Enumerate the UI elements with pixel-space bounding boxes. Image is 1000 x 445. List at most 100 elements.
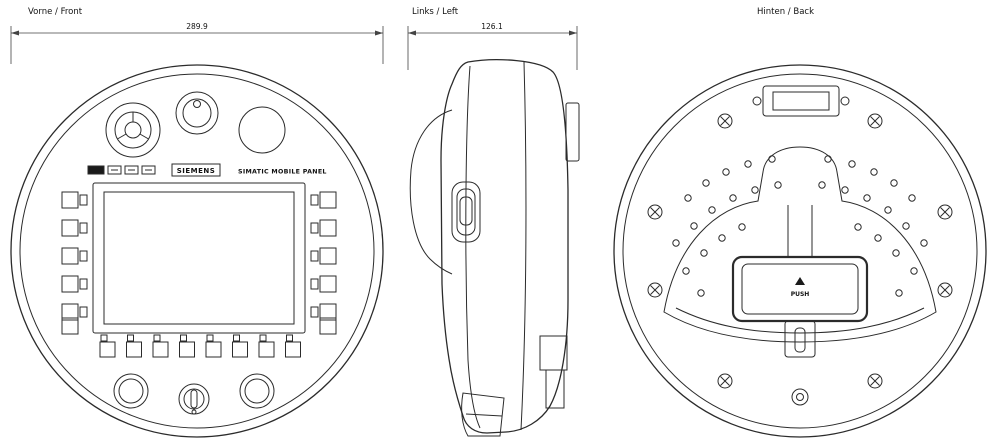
emergency-stop-button bbox=[105, 102, 161, 158]
side-depth-value: 126.1 bbox=[481, 22, 503, 31]
vent-hole bbox=[920, 239, 928, 247]
vent-hole bbox=[708, 206, 716, 214]
screw-icon bbox=[937, 282, 953, 298]
screw-icon bbox=[647, 204, 663, 220]
vent-hole bbox=[744, 160, 752, 168]
key-label-tab bbox=[286, 334, 293, 342]
vent-hole-group bbox=[672, 155, 928, 297]
vent-hole bbox=[729, 194, 737, 202]
vent-hole bbox=[718, 234, 726, 242]
push-latch: PUSH bbox=[731, 255, 869, 358]
dim-arrow-right-icon bbox=[569, 30, 577, 36]
screw-cross-icon bbox=[940, 285, 950, 295]
vent-hole bbox=[863, 194, 871, 202]
back-housing-outline bbox=[613, 64, 987, 438]
logo-mark-icon bbox=[87, 165, 105, 175]
key-label-tab bbox=[79, 306, 88, 318]
up-triangle-icon bbox=[795, 277, 805, 285]
front-bezel-ring bbox=[19, 73, 375, 429]
function-key-row-bottom bbox=[99, 334, 301, 358]
front-width-dimension: 289.9 bbox=[10, 22, 384, 64]
vent-hole bbox=[682, 267, 690, 275]
side-rear-contour bbox=[520, 61, 527, 431]
key-label-tab bbox=[310, 278, 319, 290]
function-key bbox=[61, 219, 79, 237]
hand-grip bbox=[663, 146, 937, 343]
key-label-tab bbox=[310, 222, 319, 234]
vent-hole bbox=[870, 168, 878, 176]
function-key bbox=[319, 317, 337, 335]
vent-hole bbox=[768, 155, 776, 163]
function-key bbox=[319, 247, 337, 265]
key-label-tab bbox=[259, 334, 267, 342]
siemens-logo: SIEMENS bbox=[171, 163, 221, 177]
side-front-flange bbox=[409, 109, 453, 275]
side-view: Links / Left 126.1 bbox=[407, 7, 580, 437]
front-view-label: Vorne / Front bbox=[28, 7, 83, 17]
side-housing-outline bbox=[440, 59, 569, 434]
key-label-tab bbox=[100, 334, 108, 342]
vent-hole bbox=[818, 181, 826, 189]
key-label-tab bbox=[79, 278, 88, 290]
key-label-tab bbox=[127, 334, 134, 342]
function-key bbox=[258, 341, 275, 358]
function-key-column-left bbox=[61, 191, 88, 335]
vent-hole bbox=[672, 239, 680, 247]
key-label-tab bbox=[180, 334, 187, 342]
function-key-column-right bbox=[310, 191, 337, 335]
vent-hole bbox=[702, 179, 710, 187]
front-width-value: 289.9 bbox=[186, 22, 208, 31]
product-name: SIMATIC MOBILE PANEL bbox=[238, 169, 327, 176]
side-enabling-button bbox=[451, 181, 481, 243]
function-key bbox=[319, 275, 337, 293]
function-key bbox=[126, 341, 142, 358]
key-label-tab bbox=[310, 194, 319, 206]
front-view: Vorne / Front 289.9 bbox=[10, 7, 384, 438]
function-key bbox=[232, 341, 248, 358]
vent-hole bbox=[895, 289, 903, 297]
blank-round-cap bbox=[238, 106, 286, 154]
rotary-knob bbox=[175, 91, 219, 135]
screw-cross-icon bbox=[650, 207, 660, 217]
screw-icon bbox=[647, 282, 663, 298]
screw-cross-icon bbox=[720, 116, 730, 126]
push-label: PUSH bbox=[791, 291, 810, 298]
function-key bbox=[61, 247, 79, 265]
vent-hole bbox=[751, 186, 759, 194]
function-key bbox=[99, 341, 116, 358]
key-label-tab bbox=[79, 194, 88, 206]
siemens-logo-text: SIEMENS bbox=[177, 167, 216, 175]
function-key bbox=[319, 219, 337, 237]
back-bottom-port bbox=[791, 388, 809, 406]
key-label-tab bbox=[310, 306, 319, 318]
screw-icon bbox=[717, 113, 733, 129]
screw-cross-icon bbox=[870, 116, 880, 126]
screw-cross-icon bbox=[870, 376, 880, 386]
function-key bbox=[61, 191, 79, 209]
approval-mark-icon bbox=[141, 165, 156, 175]
screw-icon bbox=[867, 113, 883, 129]
screw-icon bbox=[937, 204, 953, 220]
screw-group bbox=[647, 113, 953, 389]
function-key bbox=[179, 341, 195, 358]
vent-hole bbox=[774, 181, 782, 189]
vent-hole bbox=[684, 194, 692, 202]
key-switch bbox=[178, 383, 210, 415]
vent-hole bbox=[874, 234, 882, 242]
touch-screen bbox=[92, 182, 306, 334]
approval-mark-icon bbox=[124, 165, 139, 175]
key-label-tab bbox=[310, 250, 319, 262]
key-label-tab bbox=[79, 250, 88, 262]
vent-hole bbox=[824, 155, 832, 163]
vent-hole bbox=[738, 223, 746, 231]
vent-hole bbox=[908, 194, 916, 202]
vent-hole bbox=[697, 289, 705, 297]
vent-hole bbox=[854, 223, 862, 231]
side-view-label: Links / Left bbox=[412, 7, 459, 17]
vent-hole bbox=[722, 168, 730, 176]
function-key bbox=[61, 303, 79, 321]
key-label-tab bbox=[206, 334, 214, 342]
vent-hole bbox=[902, 222, 910, 230]
